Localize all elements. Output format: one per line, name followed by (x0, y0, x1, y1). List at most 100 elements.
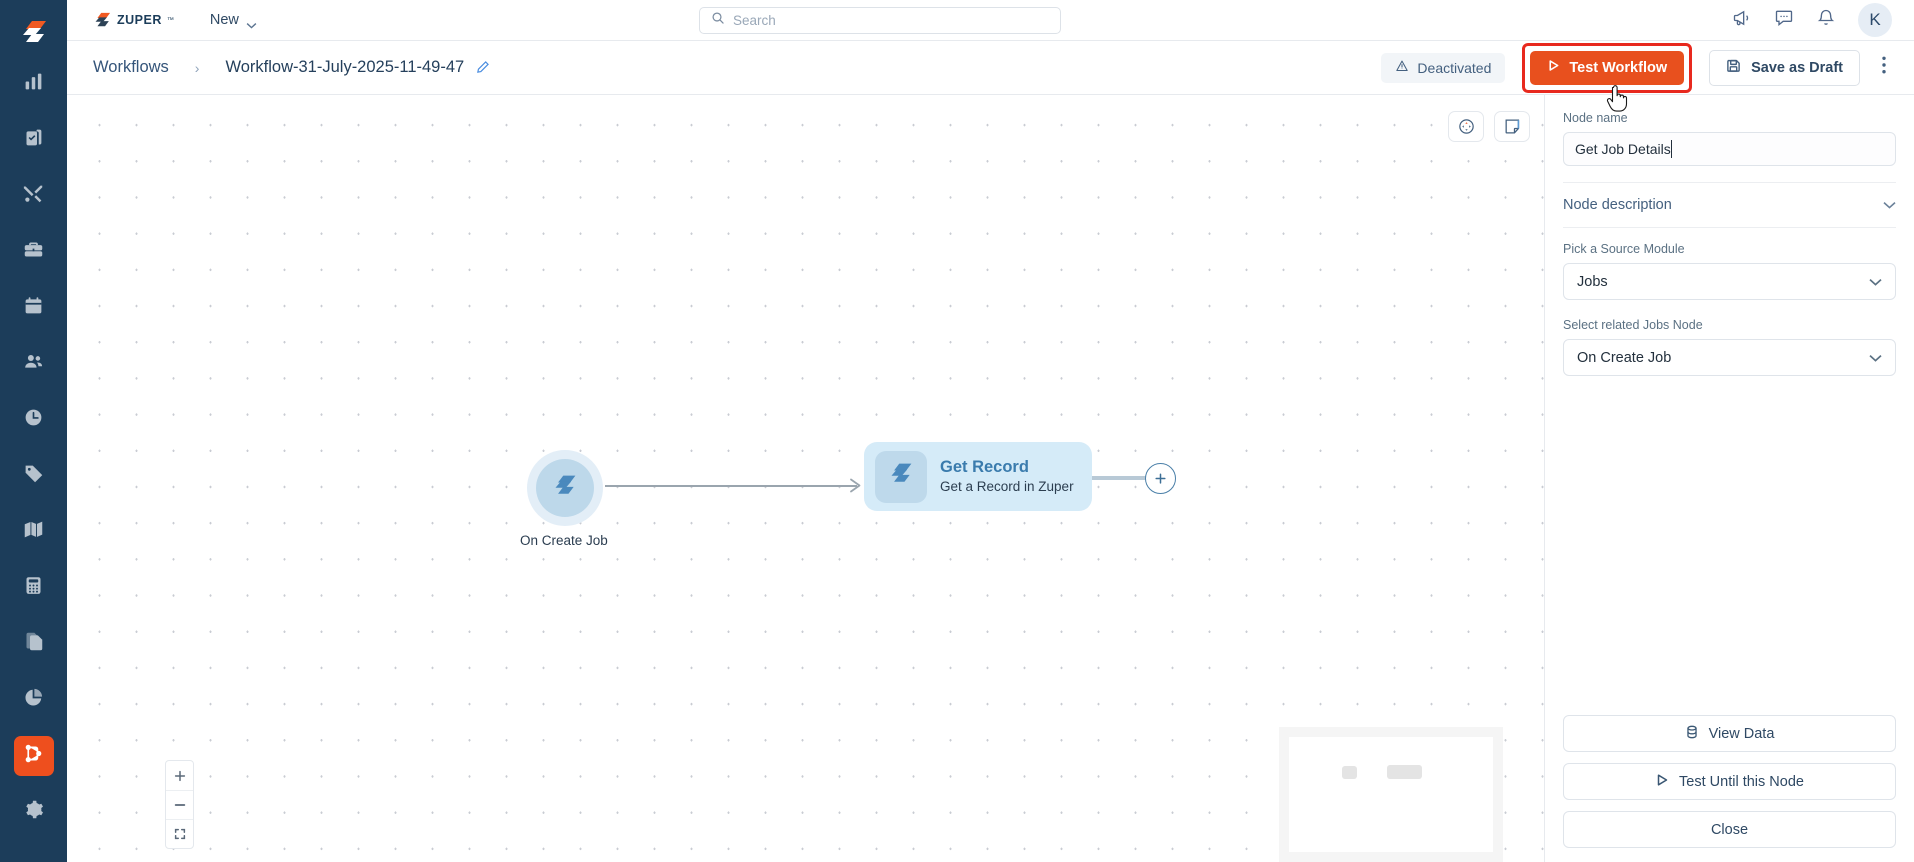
more-options-icon[interactable] (1878, 52, 1890, 83)
new-menu-button[interactable]: New (209, 12, 257, 29)
node-name-field-group: Node name (1563, 111, 1896, 166)
sticky-note-icon[interactable] (1494, 111, 1530, 142)
calculator-icon (23, 575, 44, 601)
zoom-in-button[interactable] (166, 761, 193, 790)
sidebar-item-settings[interactable] (14, 792, 54, 832)
divider (1563, 182, 1896, 183)
add-node-button[interactable] (1145, 463, 1176, 494)
sidebar-item-reports[interactable] (14, 680, 54, 720)
status-badge: Deactivated (1381, 52, 1506, 83)
brand-name: ZUPER (117, 13, 162, 27)
close-label: Close (1710, 821, 1749, 838)
node-description-toggle[interactable]: Node description (1563, 183, 1896, 227)
sidebar-item-workflows[interactable] (13, 736, 54, 776)
sidebar-item-jobs[interactable] (14, 232, 54, 272)
edit-title-icon[interactable] (475, 60, 490, 75)
sidebar-item-tasks[interactable] (14, 120, 54, 160)
chat-icon[interactable] (1774, 8, 1794, 33)
play-icon (1547, 59, 1560, 76)
tag-icon (23, 463, 44, 489)
node-action-icon-bg (875, 450, 927, 503)
fit-view-button[interactable] (166, 819, 193, 848)
map-icon (23, 519, 44, 545)
node-trigger-icon-bg (536, 459, 594, 517)
documents-icon (23, 631, 44, 657)
brand-trademark: ™ (166, 16, 174, 24)
text-caret (1671, 140, 1673, 158)
node-action-title: Get Record (940, 458, 1029, 477)
node-action-subtitle: Get a Record in Zuper (940, 479, 1074, 495)
test-workflow-button[interactable]: Test Workflow (1530, 50, 1685, 85)
rail-logo[interactable] (0, 8, 67, 58)
top-actions: K (1732, 3, 1892, 37)
edge-action-to-add (1092, 476, 1150, 480)
sidebar-item-scheduling[interactable] (14, 288, 54, 328)
canvas-toolbar (1448, 111, 1530, 142)
sidebar-item-tags[interactable] (14, 456, 54, 496)
new-menu-label: New (209, 12, 239, 28)
sidebar-item-quotes[interactable] (14, 568, 54, 608)
play-icon (1655, 773, 1669, 791)
node-trigger-on-create-job[interactable] (527, 450, 603, 526)
workflow-canvas[interactable]: On Create Job (67, 95, 1544, 862)
zuper-logo-icon (552, 473, 578, 504)
header-actions: Deactivated Test Workflow Save as Draft (1381, 42, 1896, 93)
sidebar-item-teams[interactable] (14, 344, 54, 384)
related-node-field-group: Select related Jobs Node On Create Job (1563, 318, 1896, 376)
node-settings-panel: Node name Node description (1544, 95, 1914, 862)
test-until-node-button[interactable]: Test Until this Node (1563, 763, 1896, 800)
brand-logo[interactable]: ZUPER ™ (93, 11, 174, 30)
avatar[interactable]: K (1858, 3, 1892, 37)
save-as-draft-button[interactable]: Save as Draft (1709, 49, 1860, 86)
clipboard-check-icon (23, 127, 44, 153)
gear-icon (23, 799, 44, 825)
sidebar-item-timesheet[interactable] (14, 400, 54, 440)
sidebar-item-tools[interactable] (14, 176, 54, 216)
search-input[interactable] (733, 12, 1049, 28)
sidebar-item-documents[interactable] (14, 624, 54, 664)
node-trigger-label: On Create Job (520, 533, 608, 548)
node-action-get-record[interactable]: Get Record Get a Record in Zuper (864, 442, 1092, 511)
search-box[interactable] (699, 6, 1061, 34)
chevron-down-icon (1883, 196, 1896, 214)
left-nav-rail (0, 0, 67, 862)
megaphone-icon[interactable] (1732, 8, 1752, 33)
briefcase-icon (23, 239, 44, 265)
minimap[interactable] (1279, 727, 1503, 862)
related-node-select[interactable]: On Create Job (1563, 339, 1896, 376)
breadcrumb-workflows[interactable]: Workflows (93, 58, 169, 76)
close-button[interactable]: Close (1563, 811, 1896, 848)
minimap-viewport (1289, 737, 1493, 852)
node-settings-body: Node name Node description (1545, 95, 1914, 715)
edge-arrow-icon (849, 477, 863, 499)
node-name-input[interactable] (1563, 132, 1896, 166)
chevron-down-icon (1869, 274, 1882, 290)
view-data-button[interactable]: View Data (1563, 715, 1896, 752)
zoom-controls (165, 760, 194, 849)
related-node-label: Select related Jobs Node (1563, 318, 1703, 332)
sidebar-item-analytics[interactable] (14, 64, 54, 104)
database-icon (1685, 725, 1699, 743)
status-badge-label: Deactivated (1417, 59, 1492, 76)
tools-icon (23, 183, 44, 209)
source-module-select[interactable]: Jobs (1563, 263, 1896, 300)
workflow-icon (23, 743, 44, 769)
warning-icon (1395, 59, 1409, 76)
bell-icon[interactable] (1816, 8, 1836, 33)
test-workflow-label: Test Workflow (1569, 59, 1668, 76)
search-icon (711, 11, 725, 30)
minimap-node (1342, 766, 1357, 779)
bar-chart-icon (23, 71, 44, 97)
pie-chart-icon (23, 687, 44, 713)
pan-control-icon[interactable] (1448, 111, 1484, 142)
calendar-icon (23, 295, 44, 321)
top-bar: ZUPER ™ New (67, 0, 1914, 41)
node-name-input-wrap (1563, 132, 1896, 166)
minimap-node (1387, 765, 1422, 779)
sidebar-item-maps[interactable] (14, 512, 54, 552)
zoom-out-button[interactable] (166, 790, 193, 819)
save-icon (1726, 58, 1741, 77)
zuper-logo-icon (888, 461, 914, 492)
page-body: On Create Job (67, 95, 1914, 862)
source-module-label: Pick a Source Module (1563, 242, 1685, 256)
